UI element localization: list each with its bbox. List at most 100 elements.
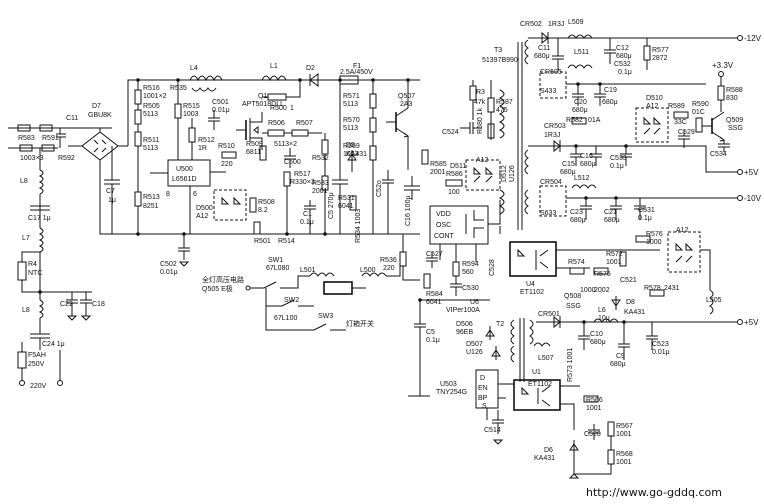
- D500-diode-pack: [213, 189, 247, 221]
- C523-label: C523: [652, 341, 669, 348]
- C533-label: C533: [610, 155, 627, 162]
- R584-label: R584: [426, 291, 443, 298]
- R536-value: 220: [383, 265, 395, 272]
- C502-value: 0.01μ: [160, 269, 178, 276]
- R512-value: 1R: [198, 145, 207, 152]
- R594-value: 560: [462, 269, 474, 276]
- L8b-label: L8: [22, 307, 30, 314]
- R570-value: 5113: [343, 125, 358, 132]
- startup-section: R571 5113 R570 5113 R569 1053 Q507 2A3 C…: [343, 80, 516, 397]
- D512-label: D512: [501, 165, 508, 182]
- ac-input-label: 220V: [30, 383, 47, 390]
- D6-value: KA431: [534, 455, 555, 462]
- R505-value: 5113: [143, 111, 158, 118]
- R500-value: 1: [290, 105, 294, 112]
- C521-label: C521: [620, 277, 637, 284]
- L1-label: L1: [270, 63, 278, 70]
- R506-value: 5113×2: [274, 141, 297, 148]
- R589-value: 33C: [674, 119, 687, 126]
- R509-value: 6811: [246, 149, 261, 156]
- L6-value: 10μ: [598, 315, 610, 322]
- U500-pin6: 6: [193, 191, 197, 198]
- D511-diode-pack: [465, 159, 501, 191]
- U6-value: VIPer100A: [446, 307, 480, 314]
- A12b-label: A12: [676, 227, 689, 234]
- secondary-outputs: CR502 1R3J L509 C11 680μ C12 680μ R577 2…: [520, 19, 762, 224]
- C7-value: 1μ: [108, 197, 116, 204]
- D2-label: D2: [306, 65, 315, 72]
- C10-label: C10: [590, 331, 603, 338]
- Q507-label: Q507: [398, 93, 415, 100]
- D8-label: D8: [626, 299, 635, 306]
- U503-BP: BP: [478, 395, 488, 402]
- R513-value: 8251: [143, 203, 159, 210]
- R534-label: R534 1003: [355, 209, 362, 243]
- CR502-value: 1R3J: [548, 21, 564, 28]
- R507-label: R507: [296, 120, 313, 127]
- R580-label: R580 1k: [477, 107, 484, 134]
- C5b-value: 0.1μ: [426, 337, 440, 344]
- R588-label: R588: [726, 87, 743, 94]
- R578-label: R578: [644, 285, 661, 292]
- T3-value: 51397B990: [482, 57, 518, 64]
- R4-value: NTC: [28, 270, 42, 277]
- R516-label: R516: [143, 85, 160, 92]
- R589-label: R589: [668, 103, 685, 110]
- R513-label: R513: [143, 194, 160, 201]
- R536-label: R536: [380, 257, 397, 264]
- Q1-mosfet: [236, 112, 263, 150]
- R566-value: 1001: [586, 405, 602, 412]
- R573-label: R573 1001: [567, 348, 574, 382]
- C532-value: 0.1μ: [618, 69, 632, 76]
- junction-dots: [38, 78, 628, 324]
- R512-label: R512: [198, 137, 215, 144]
- C1-label: C1: [303, 211, 312, 218]
- SW1-value: 67L080: [266, 265, 289, 272]
- C531-value: 0.1μ: [638, 215, 652, 222]
- R577-value: 2872: [652, 55, 668, 62]
- Q507-value: 2A3: [400, 101, 413, 108]
- out-m10-label: -10V: [744, 194, 762, 203]
- Q508-label: Q508: [564, 293, 581, 300]
- T3-label: T3: [494, 47, 502, 54]
- R577-label: R577: [652, 47, 669, 54]
- feedback-section: U4 ET1102 R576 1000 R572 1001 R574 1000 …: [509, 227, 722, 316]
- U1-value: ET1102: [528, 381, 552, 388]
- R506-label: R506: [268, 120, 285, 127]
- D507-label: D507: [466, 341, 483, 348]
- S633-label: S633: [540, 210, 556, 217]
- L8a-label: L8: [20, 178, 28, 185]
- C23-value: 680μ: [570, 217, 586, 224]
- L505-label: L505: [706, 297, 722, 304]
- CR503-value: 1R3J: [544, 132, 560, 139]
- C525-label: C52o: [376, 180, 383, 197]
- U503-value: TNY254G: [436, 389, 467, 396]
- standby-transformer-T2: T2 CR501 L6 10μ C10 680μ C9 680μ C523 0.…: [456, 307, 759, 382]
- R511-value: 5113: [143, 145, 158, 152]
- R517-value: R330×3: [290, 179, 315, 186]
- C19-value: 680μ: [602, 99, 618, 106]
- CR505-label: CR505: [540, 69, 562, 76]
- C15-label: C15: [562, 161, 575, 168]
- L511-label: L511: [574, 49, 589, 56]
- R3-label: R3: [476, 89, 485, 96]
- R571-label: R571: [343, 93, 360, 100]
- R586-label: R586: [446, 171, 463, 178]
- L501-label: L501: [300, 267, 316, 274]
- C1-value: 0.1μ: [300, 219, 314, 226]
- D512-value: U126: [509, 165, 516, 182]
- D5-label: D5: [346, 142, 355, 149]
- R501-label: R501: [254, 238, 271, 245]
- out-m12-label: -12V: [744, 34, 762, 43]
- U503-EN: EN: [478, 385, 488, 392]
- C16b-label: C16: [580, 153, 593, 160]
- C524-label: C524: [442, 129, 459, 136]
- R585-label: R585: [430, 161, 447, 168]
- R516-value: 1001×2: [143, 93, 167, 100]
- C16-label: C16 100μ: [405, 196, 412, 227]
- R533-label: R533: [312, 180, 329, 187]
- R575-label: R575: [594, 271, 611, 278]
- C11b-label: C11: [538, 45, 550, 52]
- R583-value: 1003×3: [20, 155, 44, 162]
